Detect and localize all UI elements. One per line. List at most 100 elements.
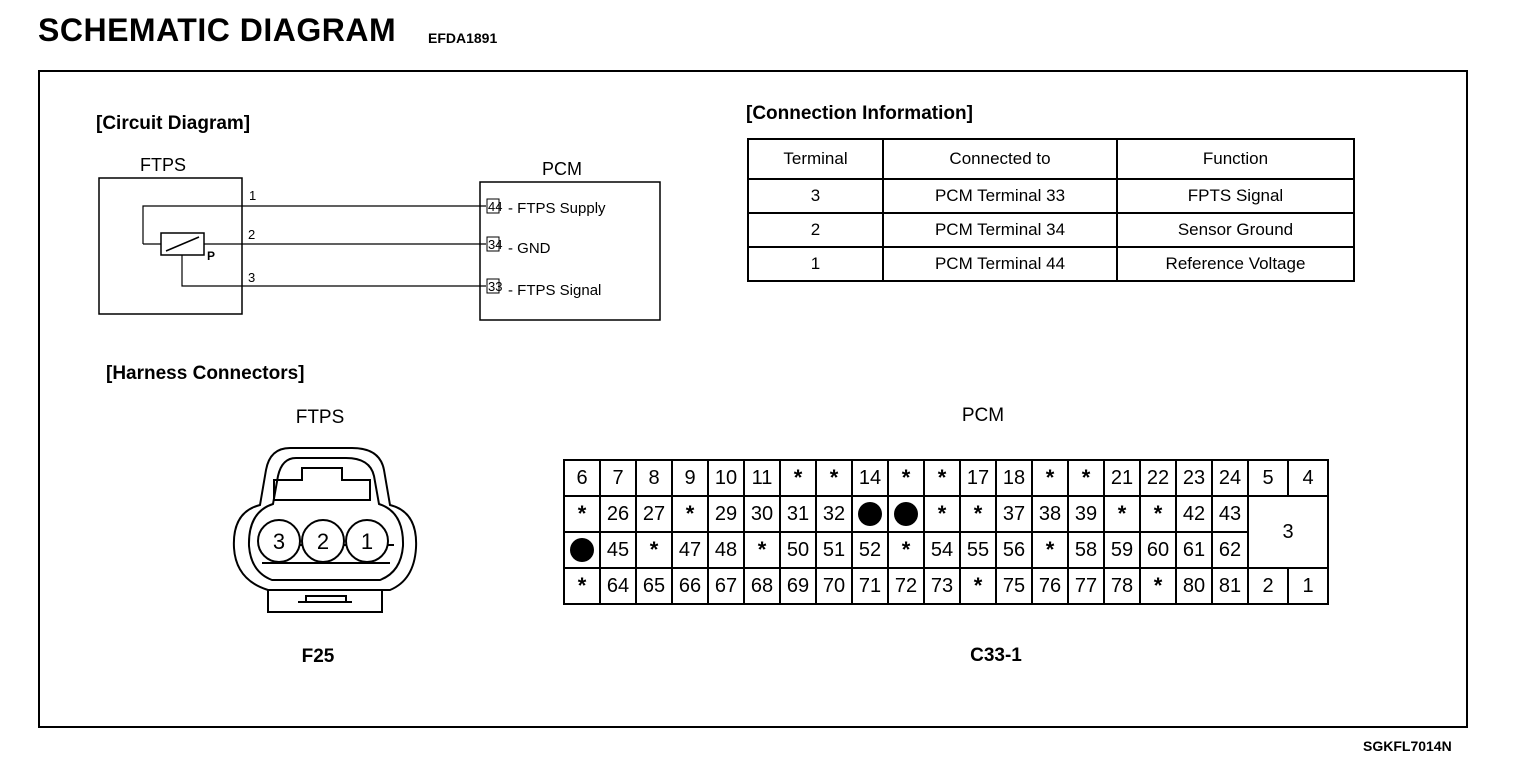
pcm-pin-cell: 75 xyxy=(995,567,1033,605)
pcm-pin-cell: 29 xyxy=(707,495,745,533)
pcm-pin-cell xyxy=(851,495,889,533)
pcm-pin-cell: 23 xyxy=(1175,459,1213,497)
cell-terminal: 2 xyxy=(747,212,884,248)
pcm-pin-cell: 11 xyxy=(743,459,781,497)
pcm-pin-cell: 5 xyxy=(1247,459,1289,497)
ftps-connector-drawing xyxy=(232,447,418,613)
pcm-pin-cell: 71 xyxy=(851,567,889,605)
cell-terminal: 3 xyxy=(747,178,884,214)
pcm-terminal-44-box xyxy=(486,198,500,214)
pcm-pin-cell: 81 xyxy=(1211,567,1249,605)
pcm-pin-cell: 50 xyxy=(779,531,817,569)
ftps-box xyxy=(98,177,243,315)
pcm-pin-cell: * xyxy=(887,459,925,497)
pcm-pin-cell: 48 xyxy=(707,531,745,569)
pcm-pin-cell: 1 xyxy=(1287,567,1329,605)
ftps-connector-code: F25 xyxy=(302,646,335,667)
pcm-pin-cell: * xyxy=(1031,531,1069,569)
wire-3 xyxy=(181,255,486,287)
sensor-diagonal xyxy=(165,236,200,252)
pcm-pin-cell: * xyxy=(887,531,925,569)
pcm-terminal-34: 34 xyxy=(488,237,502,252)
pcm-connector-label: PCM xyxy=(962,405,1004,426)
pcm-pin-cell: * xyxy=(959,495,997,533)
col-connected-to: Connected to xyxy=(882,138,1118,180)
pcm-pin-cell: * xyxy=(635,531,673,569)
pcm-pin-cell: 45 xyxy=(599,531,637,569)
pcm-pin-cell: 37 xyxy=(995,495,1033,533)
pcm-pin-cell: 72 xyxy=(887,567,925,605)
cell-terminal: 1 xyxy=(747,246,884,282)
pcm-pin-cell-3: 3 xyxy=(1247,495,1329,569)
table-row: 2 PCM Terminal 34 Sensor Ground xyxy=(747,212,1355,248)
pcm-pin-cell: 10 xyxy=(707,459,745,497)
ftps-pin-1: 1 xyxy=(361,529,373,554)
connection-info-table: Terminal Connected to Function 3 PCM Ter… xyxy=(747,138,1355,282)
pcm-pin-cell: 80 xyxy=(1175,567,1213,605)
pcm-pin-cell: 54 xyxy=(923,531,961,569)
pcm-pin-cell: 73 xyxy=(923,567,961,605)
pcm-pin-cell: 47 xyxy=(671,531,709,569)
pcm-pin-cell: 67 xyxy=(707,567,745,605)
pcm-pin-cell: 30 xyxy=(743,495,781,533)
cell-connected-to: PCM Terminal 34 xyxy=(882,212,1118,248)
harness-connectors-title: [Harness Connectors] xyxy=(106,363,305,384)
plug-dot-icon xyxy=(570,538,594,562)
wire-1 xyxy=(142,205,486,244)
pcm-pin-cell: * xyxy=(563,495,601,533)
pcm-pin-cell: * xyxy=(671,495,709,533)
pcm-pin-cell: * xyxy=(743,531,781,569)
ftps-pin-2: 2 xyxy=(317,529,329,554)
pcm-pin-cell: 14 xyxy=(851,459,889,497)
pcm-terminal-44: 44 xyxy=(488,199,502,214)
pcm-pin-cell: 32 xyxy=(815,495,853,533)
pcm-pin-cell: 6 xyxy=(563,459,601,497)
pcm-pin-cell: 69 xyxy=(779,567,817,605)
document-code: EFDA1891 xyxy=(428,30,498,46)
pcm-pin-cell: 7 xyxy=(599,459,637,497)
pcm-pin-cell xyxy=(563,531,601,569)
reference-code: SGKFL7014N xyxy=(1363,738,1452,754)
pcm-pin-cell: 78 xyxy=(1103,567,1141,605)
table-header-row: Terminal Connected to Function xyxy=(747,138,1355,180)
pcm-box-label: PCM xyxy=(542,159,582,179)
pcm-pin-cell: 24 xyxy=(1211,459,1249,497)
pcm-pin-cell: 66 xyxy=(671,567,709,605)
pcm-pin-cell: 55 xyxy=(959,531,997,569)
cell-connected-to: PCM Terminal 33 xyxy=(882,178,1118,214)
plug-dot-icon xyxy=(894,502,918,526)
pcm-pin-cell: * xyxy=(959,567,997,605)
signal-ftps-signal: - FTPS Signal xyxy=(508,282,601,299)
pcm-pin-cell: 52 xyxy=(851,531,889,569)
pcm-pin-cell: 65 xyxy=(635,567,673,605)
pcm-pin-cell: 21 xyxy=(1103,459,1141,497)
pcm-pin-cell: * xyxy=(1103,495,1141,533)
pcm-pin-cell: 4 xyxy=(1287,459,1329,497)
cell-connected-to: PCM Terminal 44 xyxy=(882,246,1118,282)
pcm-connector-code: C33-1 xyxy=(970,645,1022,666)
pcm-pin-cell: 42 xyxy=(1175,495,1213,533)
pcm-pin-cell: * xyxy=(779,459,817,497)
page-title: SCHEMATIC DIAGRAM xyxy=(38,12,397,48)
cell-function: FPTS Signal xyxy=(1116,178,1355,214)
pcm-pin-cell: 18 xyxy=(995,459,1033,497)
table-row: 1 PCM Terminal 44 Reference Voltage xyxy=(747,246,1355,282)
ftps-pin-3: 3 xyxy=(273,529,285,554)
pcm-pin-cell: 56 xyxy=(995,531,1033,569)
plug-dot-icon xyxy=(858,502,882,526)
pcm-pin-cell: 17 xyxy=(959,459,997,497)
cell-function: Reference Voltage xyxy=(1116,246,1355,282)
pcm-pin-cell: 2 xyxy=(1247,567,1289,605)
cell-function: Sensor Ground xyxy=(1116,212,1355,248)
pcm-terminal-34-box xyxy=(486,236,500,252)
pcm-pin-cell: 60 xyxy=(1139,531,1177,569)
pcm-pin-cell xyxy=(887,495,925,533)
pcm-pin-cell: * xyxy=(923,495,961,533)
pcm-pin-cell: 9 xyxy=(671,459,709,497)
pcm-pin-cell: 22 xyxy=(1139,459,1177,497)
connection-info-title: [Connection Information] xyxy=(746,103,973,124)
